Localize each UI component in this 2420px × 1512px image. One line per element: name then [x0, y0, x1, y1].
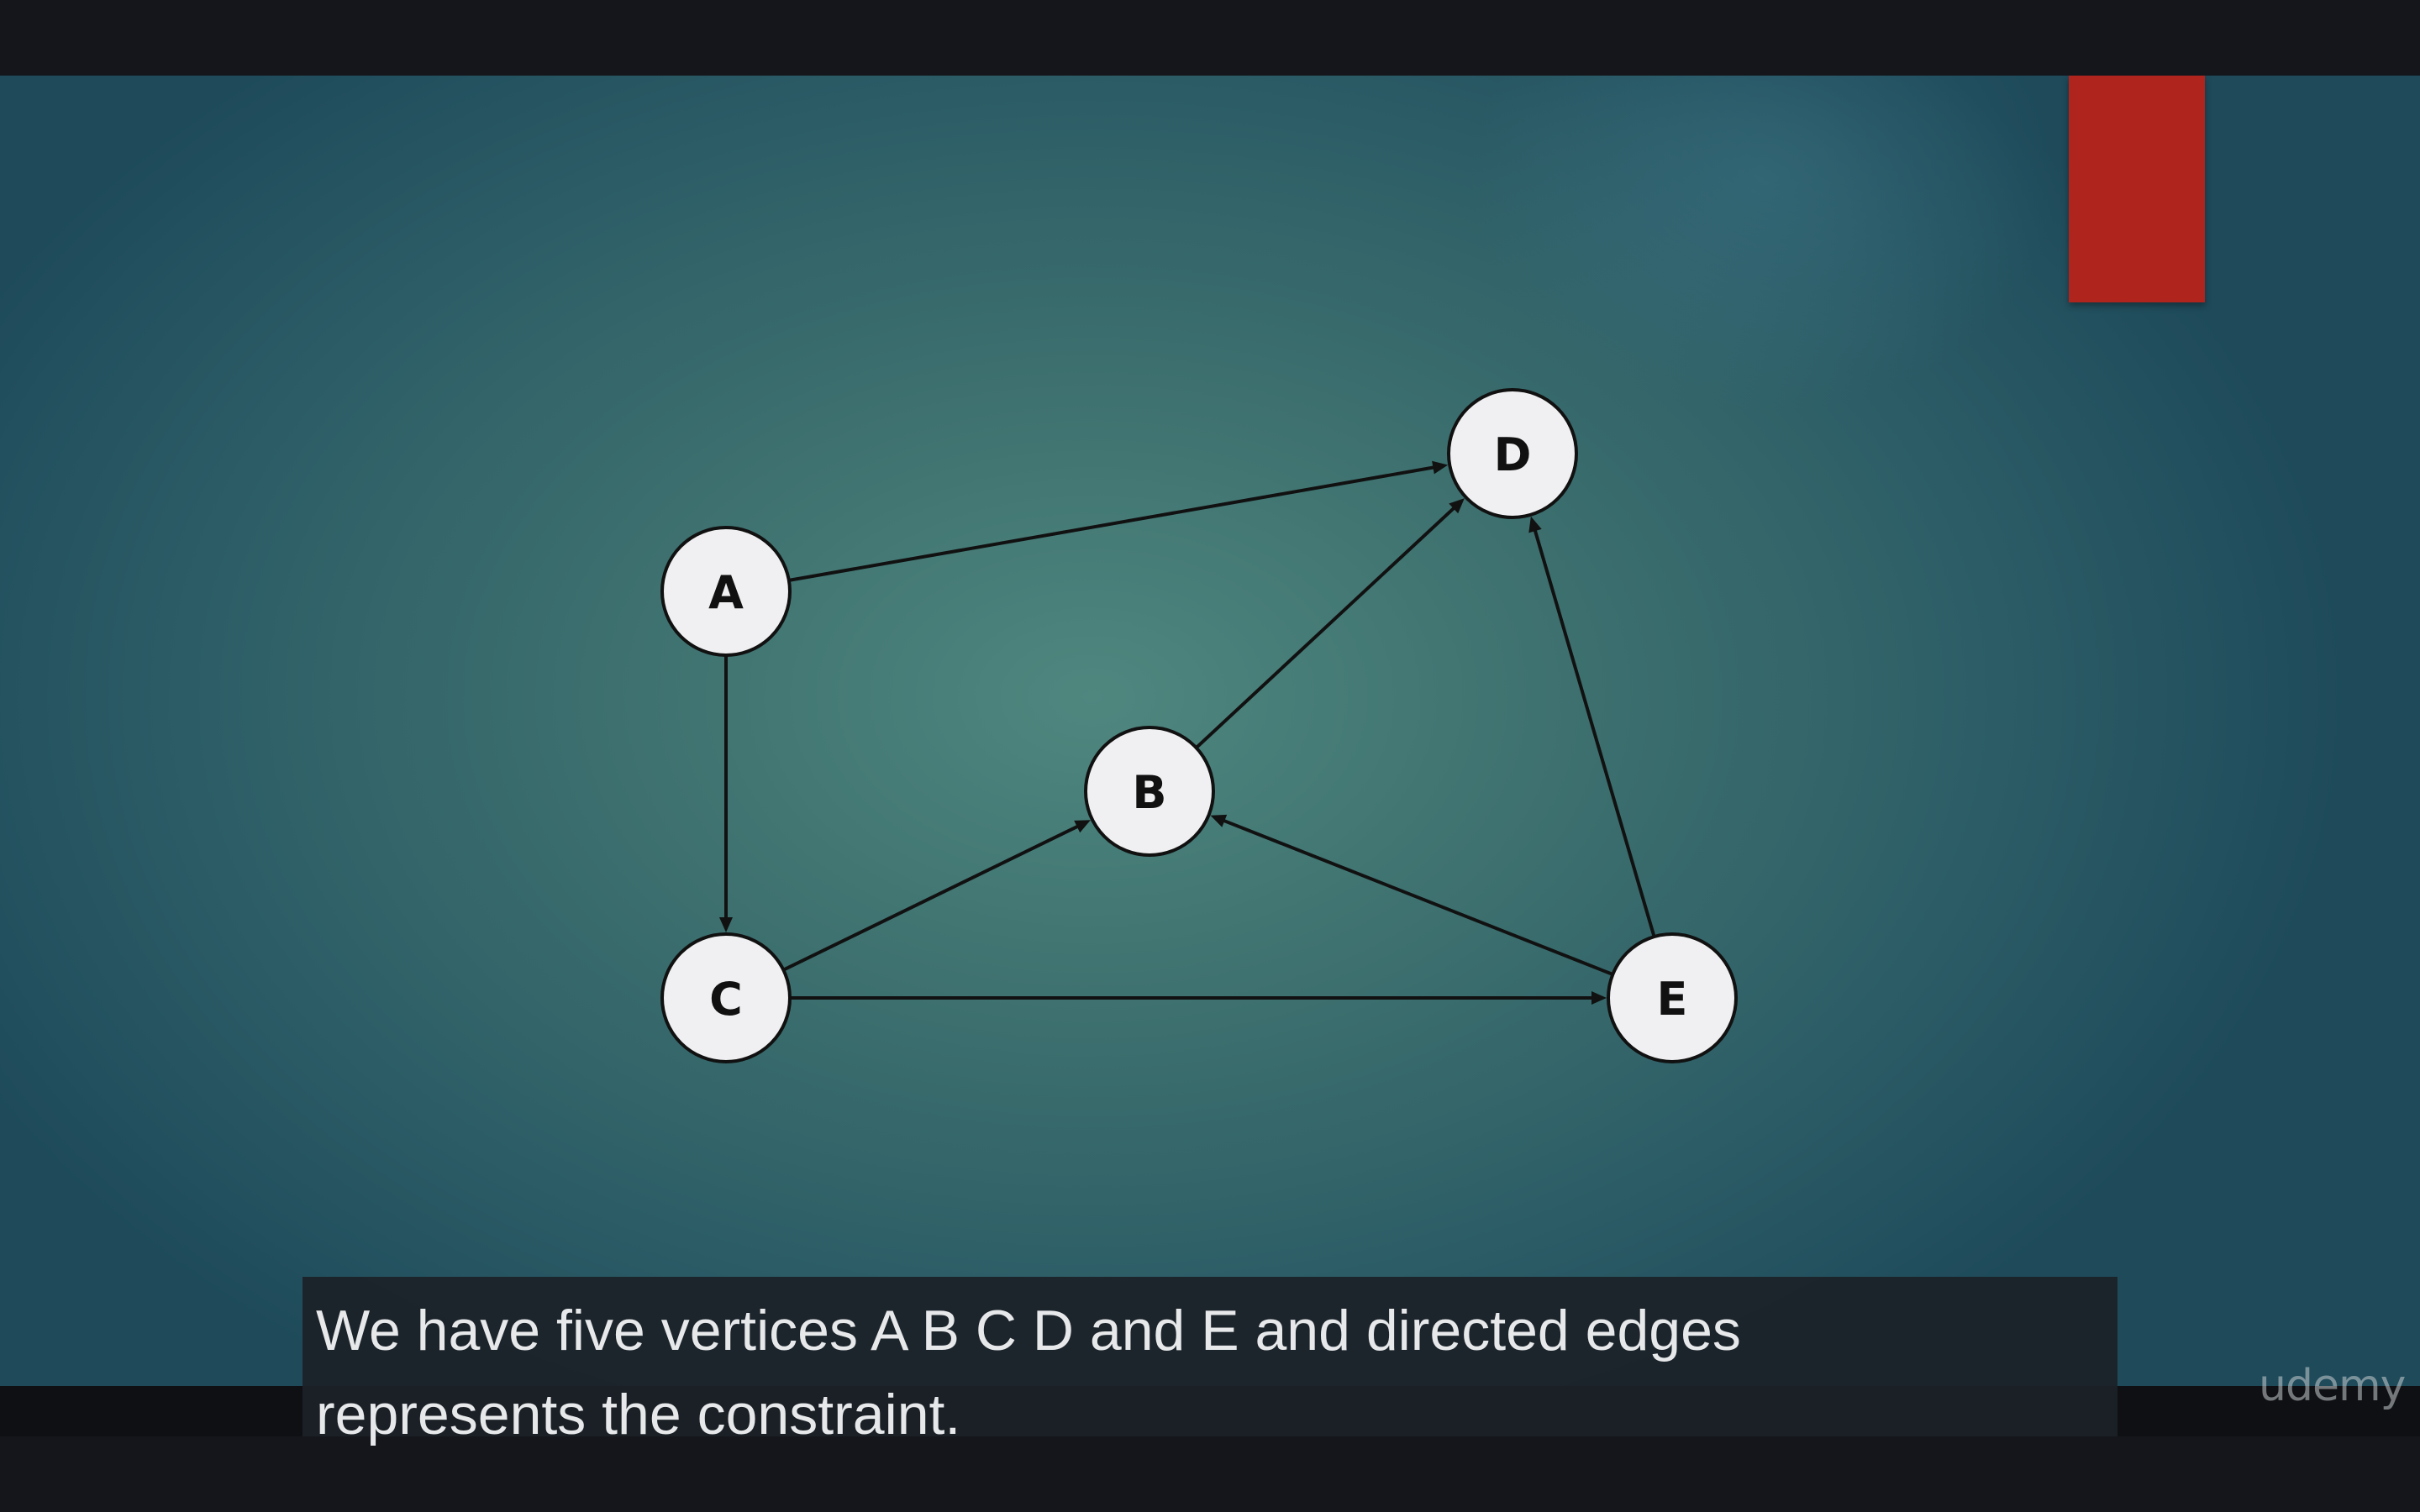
vertex-label: D	[1494, 428, 1532, 481]
vertex-label: E	[1657, 973, 1688, 1026]
vertex-c: C	[660, 932, 792, 1063]
edge-e-to-d	[1532, 527, 1656, 937]
udemy-watermark: udemy	[2259, 1361, 2406, 1411]
slide-accent-tab	[2069, 76, 2205, 302]
edges	[719, 460, 1656, 1005]
vertices: A B C D E	[660, 388, 1738, 1063]
vertex-e: E	[1607, 932, 1738, 1063]
vertex-b: B	[1084, 726, 1215, 857]
vertex-circle	[660, 526, 792, 657]
arrowhead-a-to-d	[1432, 460, 1449, 475]
video-player[interactable]: A B C D E	[0, 76, 2420, 1386]
arrowhead-e-to-d	[1528, 516, 1542, 533]
vertex-label: B	[1132, 766, 1166, 819]
vertex-circle	[1607, 932, 1738, 1063]
vertex-label: A	[708, 566, 744, 619]
arrowhead-b-to-d	[1449, 498, 1465, 514]
edge-c-to-b	[782, 823, 1081, 972]
arrowhead-c-to-e	[1591, 991, 1607, 1005]
vertex-circle	[660, 932, 792, 1063]
vertex-d: D	[1447, 388, 1578, 519]
subtitle-line-2: represents the constraint.	[316, 1383, 961, 1446]
slide: A B C D E	[0, 76, 2420, 1386]
arrowhead-c-to-b	[1074, 820, 1091, 833]
vertex-a: A	[660, 526, 792, 657]
vertex-label: C	[709, 973, 743, 1026]
edge-e-to-b	[1220, 817, 1614, 976]
arrowhead-a-to-c	[719, 917, 733, 932]
subtitle-box: We have five vertices A B C D and E and …	[302, 1277, 2118, 1446]
edge-b-to-d	[1195, 505, 1457, 749]
vertex-circle	[1447, 388, 1578, 519]
subtitle-line-1: We have five vertices A B C D and E and …	[316, 1299, 1741, 1362]
arrowhead-e-to-b	[1210, 814, 1228, 827]
edge-a-to-d	[788, 465, 1437, 582]
top-letterbox	[0, 0, 2420, 76]
vertex-circle	[1084, 726, 1215, 857]
bottom-letterbox	[0, 1436, 2420, 1512]
directed-graph: A B C D E	[660, 388, 1738, 1063]
